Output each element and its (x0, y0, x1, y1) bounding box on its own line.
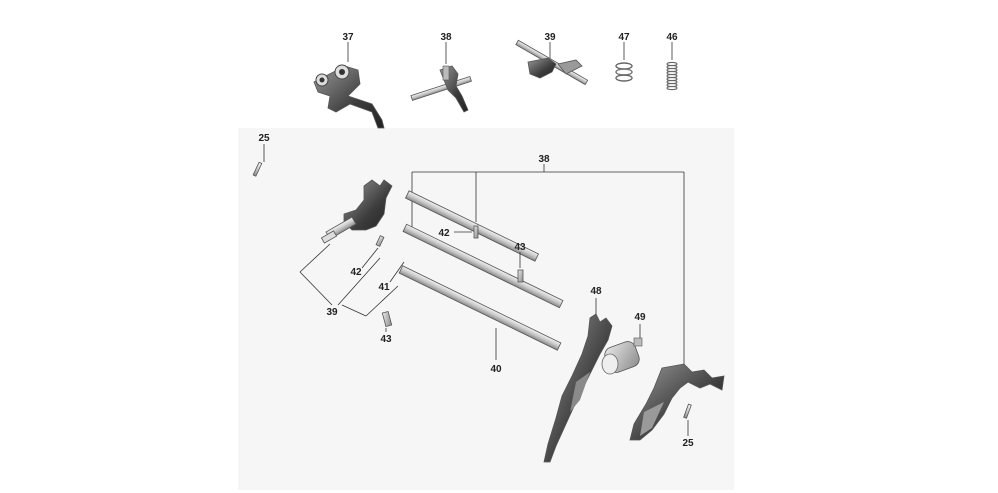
callout-49: 49 (634, 312, 646, 323)
part-48-shift-fork (543, 313, 613, 463)
part-37-shift-fork-assembly (313, 64, 385, 129)
part-43-pin-upper (517, 269, 524, 283)
part-38-shift-fork-right (629, 363, 725, 441)
part-46-coil-spring (666, 61, 678, 91)
part-47-spring-ring (615, 62, 633, 82)
callout-37: 37 (342, 32, 354, 43)
callout-38-top: 38 (440, 32, 452, 43)
callout-43-lower: 43 (380, 334, 392, 345)
callout-42-lower: 42 (350, 267, 362, 278)
callout-39-group: 39 (326, 307, 338, 318)
callout-42-upper: 42 (438, 228, 450, 239)
part-38-rod-fork-assembly (410, 65, 472, 113)
callout-25-left: 25 (258, 133, 270, 144)
callout-43-upper: 43 (514, 242, 526, 253)
callout-40: 40 (490, 364, 502, 375)
part-38-shift-rod (404, 190, 540, 262)
part-39-shift-fork (320, 179, 393, 244)
part-40-shift-rod (398, 265, 562, 351)
part-39-rod-fork-assembly (515, 39, 589, 86)
part-25-pin-right (683, 403, 692, 419)
group-38-bracket (411, 164, 685, 368)
callout-48: 48 (590, 286, 602, 297)
callout-47: 47 (618, 32, 630, 43)
callout-25-right: 25 (682, 438, 694, 449)
part-42-pin-upper (473, 225, 479, 239)
callout-38-group: 38 (538, 154, 550, 165)
group-39-leader (299, 243, 399, 317)
part-42-pin-lower (375, 235, 385, 247)
callout-39-top: 39 (544, 32, 556, 43)
part-43-pin-lower (381, 310, 393, 328)
part-41-shift-rod (402, 223, 564, 309)
part-49-shift-collar (601, 337, 643, 375)
callout-41: 41 (378, 282, 390, 293)
part-25-pin-left (252, 161, 263, 177)
callout-46: 46 (666, 32, 678, 43)
